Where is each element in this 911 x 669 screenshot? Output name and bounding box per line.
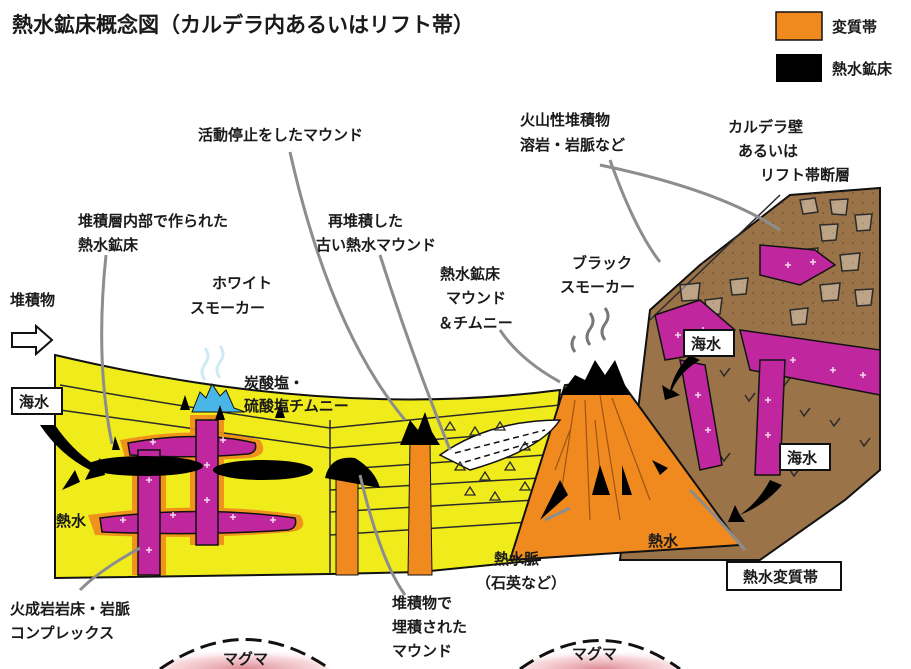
vein-label-1: 熱水脈 [494, 550, 539, 568]
black-smoke [570, 307, 610, 353]
deposit-mound-label-2: マウンド [446, 289, 506, 307]
seawater-box-wall [683, 329, 735, 357]
buried-label-3: マウンド [392, 642, 452, 660]
igneous-label-1: 火成岩岩床・岩脈 [10, 600, 130, 618]
inner-deposit-label-1: 堆積層内部で作られた [78, 212, 228, 230]
magma-label-right: マグマ [572, 645, 617, 663]
alteration-zone-box [726, 561, 842, 591]
redeposited-label-2: 古い熱水マウンド [316, 236, 436, 254]
legend-deposit-swatch [776, 54, 822, 82]
caldera-wall-label-2: あるいは [738, 142, 798, 160]
seawater-box-right [779, 443, 831, 471]
alteration-zone-label: 熱水変質帯 [743, 568, 818, 586]
legend-alteration-swatch [775, 11, 823, 41]
igneous-label-2: コンプレックス [10, 624, 114, 642]
redeposited-mound [438, 419, 562, 471]
legend: 変質帯 熱水鉱床 [775, 11, 893, 82]
flow-arrows [40, 355, 782, 522]
caldera-wall-label-3: リフト帯断層 [760, 166, 850, 184]
legend-alteration-label: 変質帯 [832, 18, 877, 36]
inner-deposit-label-2: 熱水鉱床 [78, 236, 139, 254]
carbonate-label-1: 炭酸塩・ [244, 374, 304, 392]
sediment-label: 堆積物 [10, 291, 55, 309]
leader-lines [78, 151, 781, 596]
volcanic-label-1: 火山性堆積物 [520, 111, 610, 129]
volcanic-label-2: 溶岩・岩脈など [520, 136, 625, 154]
mound-feeder [407, 439, 433, 576]
white-smoker-label-1: ホワイト [212, 274, 272, 292]
wall-dikes [654, 244, 881, 476]
legend-deposit-label: 熱水鉱床 [832, 60, 893, 78]
magma-left [159, 638, 331, 669]
seawater-box-left [11, 387, 63, 415]
seawater-label-right: 海水 [787, 449, 818, 467]
buried-label-2: 埋積された [392, 618, 467, 636]
stratabound-deposits [87, 456, 313, 480]
magma-right [519, 639, 681, 669]
carbonate-label-2: 硫酸塩チムニー [244, 397, 349, 415]
buried-vein [335, 469, 359, 576]
buried-mound [325, 457, 380, 488]
hydrothermal-label-right: 熱水 [648, 532, 679, 550]
white-smoker-label-2: スモーカー [190, 299, 265, 317]
seawater-label-wall: 海水 [691, 335, 722, 353]
inactive-mound [400, 412, 440, 445]
vein-label-2: （石英など） [476, 574, 566, 592]
redeposited-label-1: 再堆積した [328, 212, 403, 230]
buried-label-1: 堆積物で [392, 594, 452, 612]
inactive-mound-label: 活動停止をしたマウンド [198, 126, 363, 144]
black-smoker-label-2: スモーカー [560, 278, 635, 296]
diagram-title: 熱水鉱床概念図（カルデラ内あるいはリフト帯） [12, 13, 474, 37]
magma-label-left: マグマ [223, 650, 268, 668]
black-smoker-mound [560, 360, 630, 395]
triangle-clasts [443, 420, 532, 501]
deposit-mound-label-1: 熱水鉱床 [440, 265, 501, 283]
black-smoker-label-1: ブラック [572, 254, 632, 272]
sediment-input-arrow [11, 323, 54, 357]
seawater-label-left: 海水 [19, 393, 50, 411]
white-smoker [191, 345, 246, 413]
hydrothermal-label-left: 熱水 [56, 512, 87, 530]
deposit-mound-label-3: ＆チムニー [438, 314, 513, 332]
caldera-wall-label-1: カルデラ壁 [728, 118, 803, 136]
